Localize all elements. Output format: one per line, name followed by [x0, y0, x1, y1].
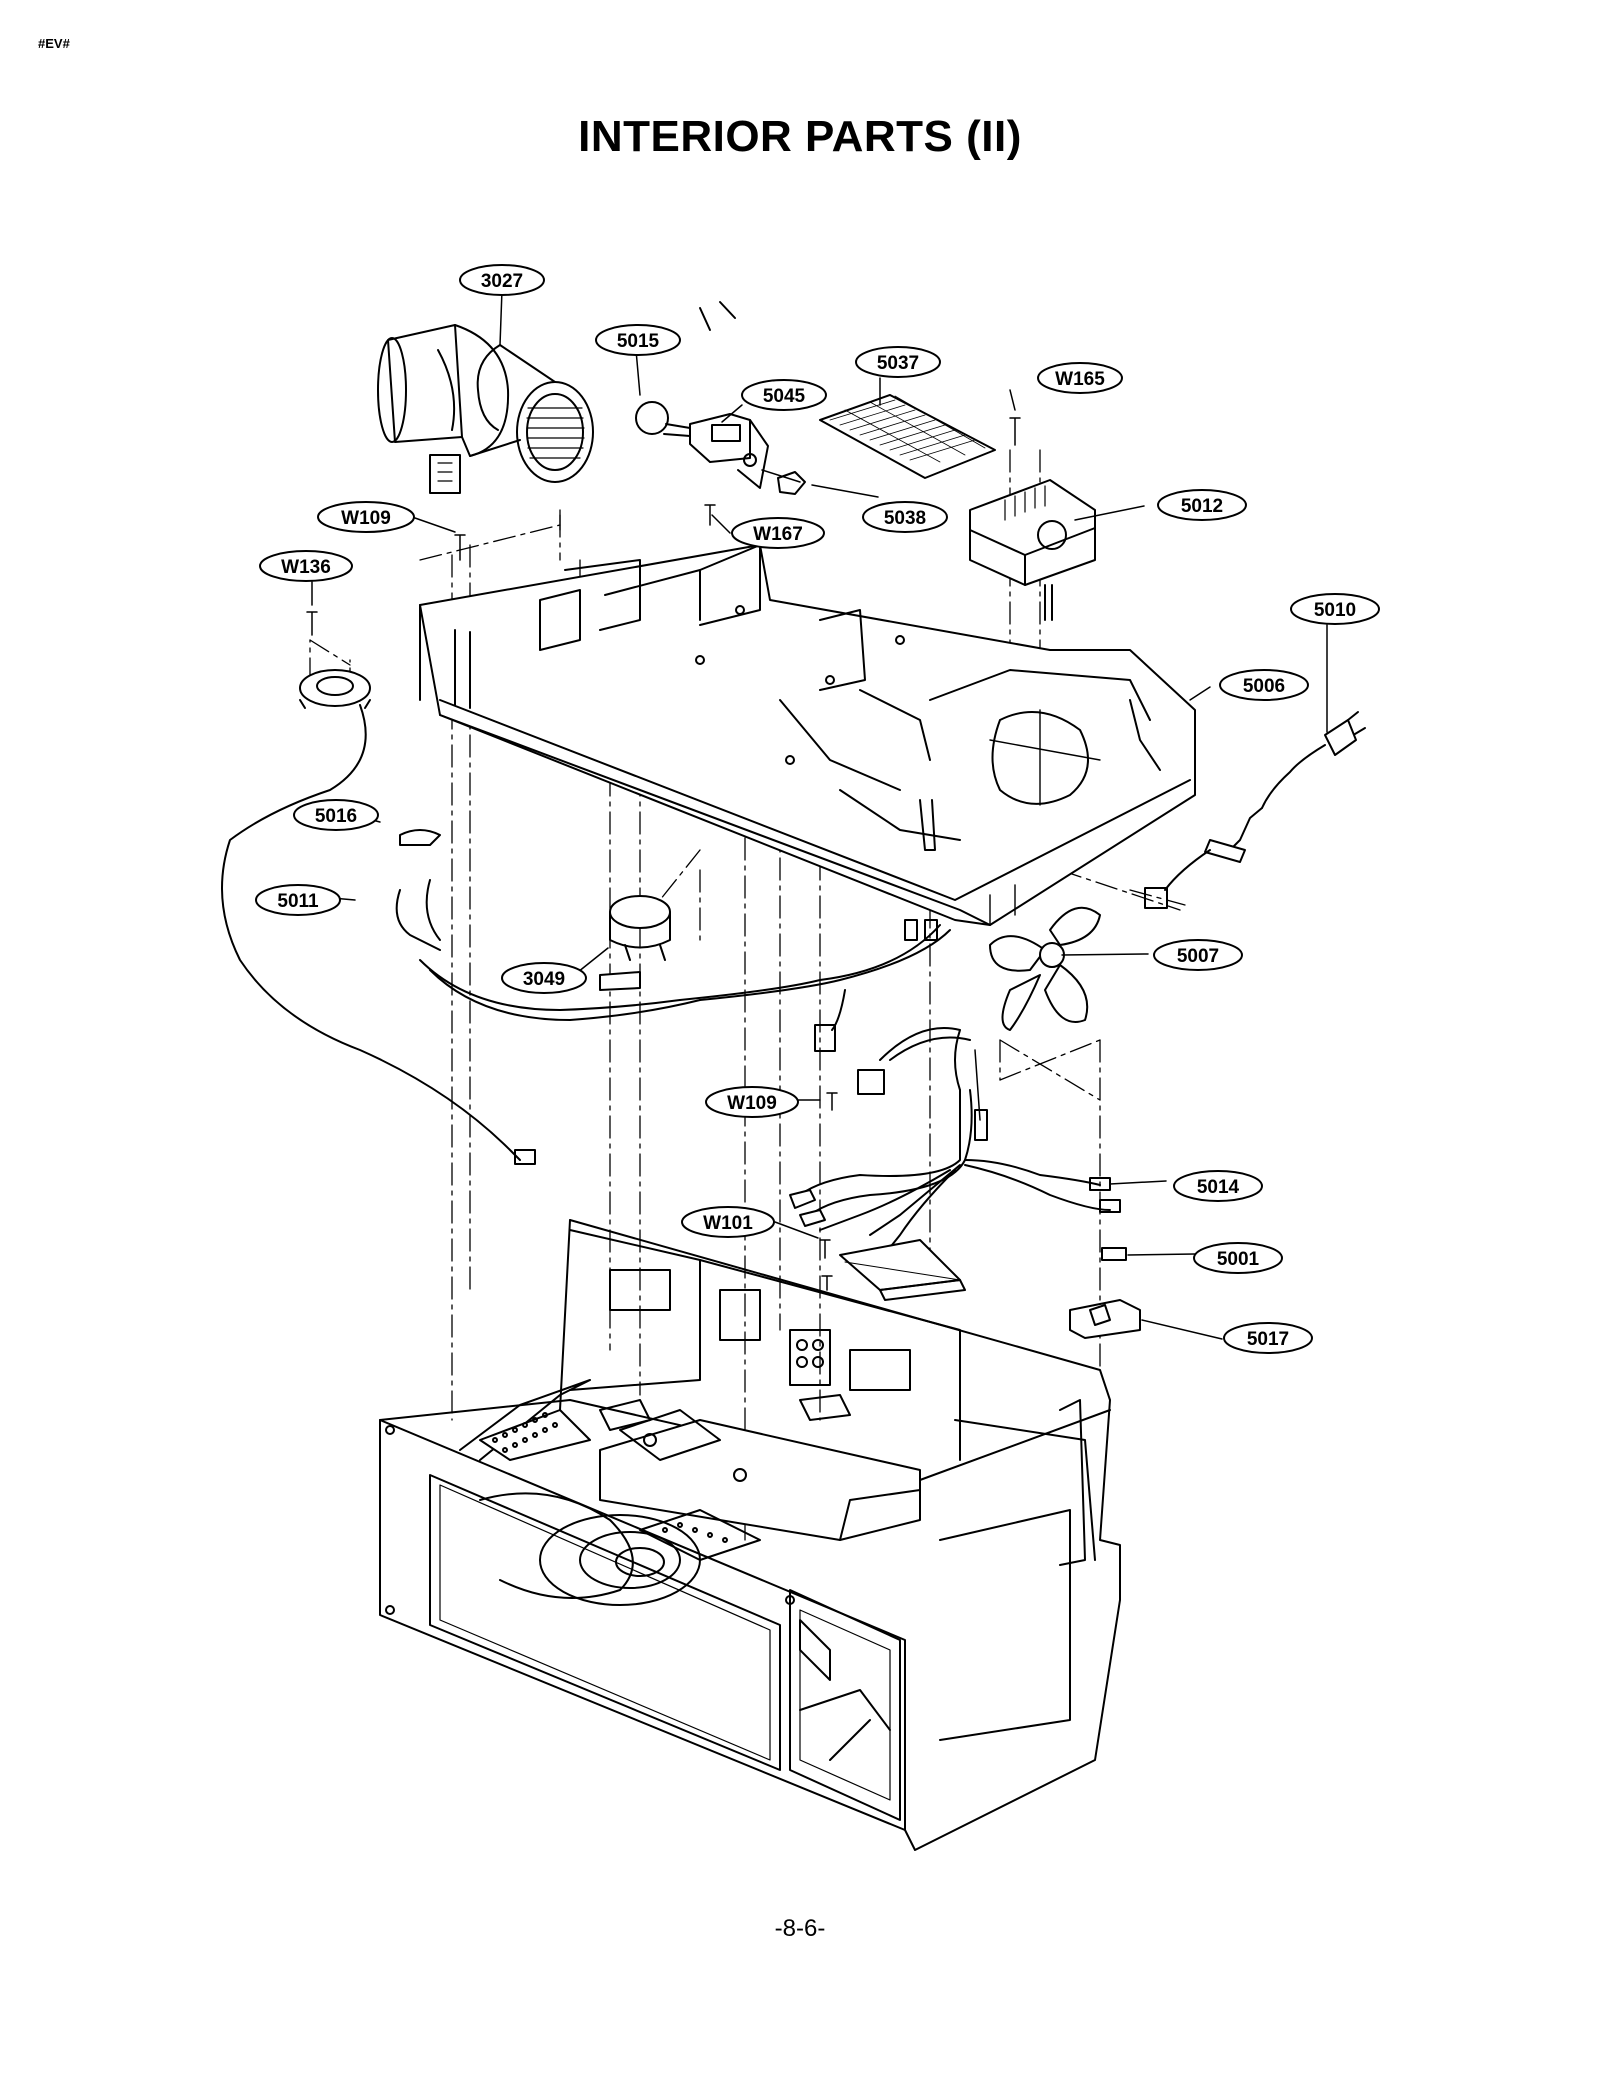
callout-3049: 3049: [501, 962, 587, 994]
callout-label: 5007: [1177, 946, 1219, 967]
callout-5010: 5010: [1290, 593, 1380, 625]
callout-W167: W167: [731, 517, 825, 549]
callout-5012: 5012: [1157, 489, 1247, 521]
cavity-assembly-part: [379, 1219, 1121, 1851]
callout-label: 5037: [877, 353, 919, 374]
blower-motor-part: [377, 324, 594, 494]
harness-and-relay-part: [395, 879, 971, 1095]
callout-label: 5006: [1243, 676, 1285, 697]
fan-blade-part: [989, 906, 1101, 1031]
page-title: INTERIOR PARTS (II): [578, 112, 1022, 161]
callout-label: 5014: [1197, 1177, 1240, 1198]
charcoal-filter-part: [819, 394, 996, 479]
callout-5001: 5001: [1193, 1242, 1283, 1274]
callout-5015: 5015: [595, 324, 681, 356]
main-harness-part: [789, 1049, 1127, 1301]
callout-label: W136: [281, 557, 331, 578]
callout-label: 5001: [1217, 1249, 1260, 1270]
callout-5037: 5037: [855, 346, 941, 378]
callout-W101: W101: [681, 1206, 775, 1238]
callout-label: 5010: [1314, 600, 1356, 621]
callout-3027: 3027: [459, 264, 545, 296]
callout-label: 5038: [884, 508, 926, 529]
callout-5016: 5016: [293, 799, 379, 831]
callout-W136: W136: [259, 550, 353, 582]
callout-label: W165: [1055, 369, 1105, 390]
lamp-and-socket-parts: [635, 301, 806, 495]
callout-label: W109: [341, 508, 391, 529]
callout-5014: 5014: [1173, 1170, 1263, 1202]
callout-label: 5015: [617, 331, 660, 352]
callout-label: W101: [703, 1213, 753, 1234]
fan-motor-part: [969, 479, 1096, 621]
callout-label: 3049: [523, 969, 565, 990]
base-plate-part: [419, 544, 1196, 926]
callout-label: 3027: [481, 271, 523, 292]
callout-label: 5017: [1247, 1329, 1289, 1350]
page-number: -8-6-: [774, 1915, 826, 1942]
callout-W109-top: W109: [317, 501, 415, 533]
callout-W165: W165: [1037, 362, 1123, 394]
callout-5007: 5007: [1153, 939, 1243, 971]
callout-label: 5016: [315, 806, 357, 827]
bracket-part: [1069, 1299, 1141, 1339]
sensor-wire-part: [221, 704, 536, 1165]
callout-5045: 5045: [741, 379, 827, 411]
callout-W109-mid: W109: [705, 1086, 799, 1118]
callout-label: 5011: [277, 891, 319, 912]
callout-5006: 5006: [1219, 669, 1309, 701]
callout-5017: 5017: [1223, 1322, 1313, 1354]
document-code: #EV#: [38, 36, 70, 51]
callout-labels: 3027 5015 5037 5045 W165 W109 5038 W167 …: [255, 264, 1380, 1354]
callout-5011: 5011: [255, 884, 341, 916]
callout-label: W167: [753, 524, 803, 545]
power-cord-part: [1144, 711, 1366, 909]
callout-5038: 5038: [862, 501, 948, 533]
callout-label: 5045: [763, 386, 806, 407]
thermostat-parts: [299, 669, 441, 846]
screws: [306, 417, 1021, 1291]
callout-label: W109: [727, 1093, 777, 1114]
callout-label: 5012: [1181, 496, 1223, 517]
